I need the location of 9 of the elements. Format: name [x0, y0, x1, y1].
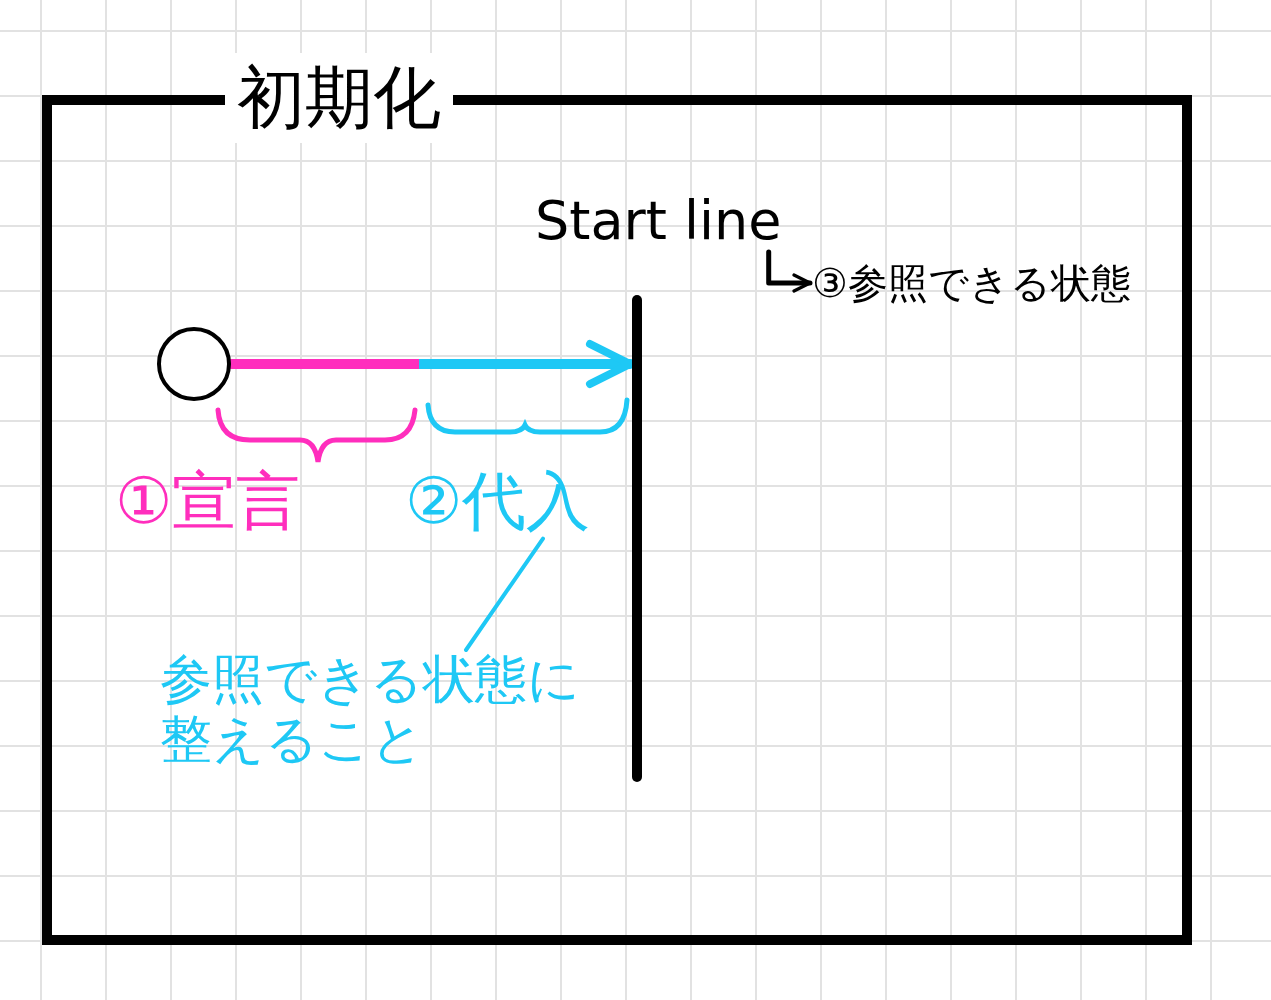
frame-title: 初期化 — [225, 53, 453, 143]
state-note: ③参照できる状態 — [812, 260, 1192, 306]
start-line-bar — [632, 295, 642, 782]
step-label: ②代入 — [405, 465, 635, 539]
step-label: ①宣言 — [115, 465, 301, 539]
leader-line — [464, 536, 545, 652]
note-text: 参照できる状態に整えること — [160, 650, 610, 770]
hook-arrow — [766, 249, 813, 293]
line-label: Start line — [535, 190, 820, 253]
